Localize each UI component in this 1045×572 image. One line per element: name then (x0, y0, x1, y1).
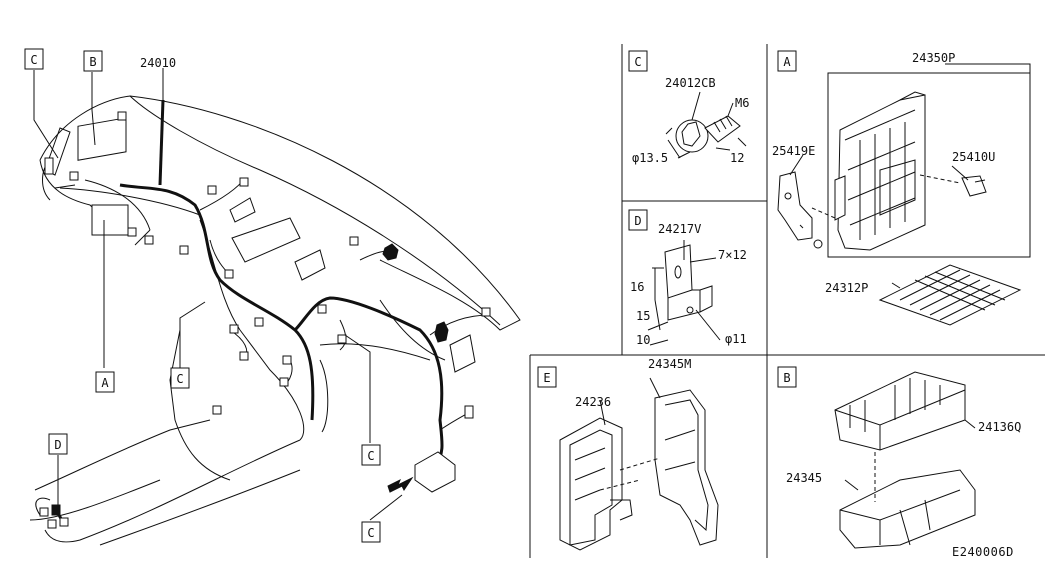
diagram-reference: E240006D (952, 545, 1014, 559)
part-label-24012cb: 24012CB (665, 76, 716, 90)
main-callouts: C B A C C C D 24010 (24, 48, 381, 543)
junction-box-lower (414, 451, 456, 493)
dim-10-label: 10 (636, 333, 650, 347)
bracket-drawing (559, 377, 719, 551)
dim-15-label: 15 (636, 309, 650, 323)
part-label-24010: 24010 (140, 56, 176, 70)
panel-a-letter: A (783, 55, 791, 69)
clip-drawing (647, 240, 721, 346)
callout-c-1: C (30, 53, 37, 67)
diameter-label: φ13.5 (632, 151, 668, 165)
callout-c-2: C (176, 372, 183, 386)
part-label-24312p: 24312P (825, 281, 868, 295)
callout-c-4: C (367, 526, 374, 540)
part-label-24345: 24345 (786, 471, 822, 485)
part-label-25410u: 25410U (952, 150, 995, 164)
part-label-24136q: 24136Q (978, 420, 1021, 434)
module-a (91, 204, 129, 236)
length-label: 12 (730, 151, 744, 165)
panel-c-letter: C (634, 55, 641, 69)
panel-e: E 24345M 24236 (537, 357, 719, 551)
part-label-24217v: 24217V (658, 222, 701, 236)
harness-main-wire (54, 99, 444, 523)
direction-arrow-icon (387, 476, 414, 493)
cover-drawing (834, 371, 976, 549)
part-label-25419e: 25419E (772, 144, 815, 158)
module-b (77, 117, 127, 161)
panel-d-letter: D (634, 214, 641, 228)
panel-b-letter: B (783, 371, 790, 385)
callout-c-3: C (367, 449, 374, 463)
part-label-24236: 24236 (575, 395, 611, 409)
black-connectors (51, 243, 449, 516)
callout-b: B (89, 55, 96, 69)
panel-c: C 24012CB M6 φ13.5 12 (628, 50, 749, 165)
thread-label: M6 (735, 96, 749, 110)
panel-a: A 24350P 25419E 25410U 24312P (772, 50, 1031, 326)
connector-group (39, 111, 491, 529)
callout-a: A (101, 376, 109, 390)
dim-16-label: 16 (630, 280, 644, 294)
part-label-24350p: 24350P (912, 51, 955, 65)
slot-size-label: 7×12 (718, 248, 747, 262)
panel-d: D 24217V 7×12 16 15 10 φ11 (628, 209, 747, 347)
callout-leaders (33, 68, 403, 521)
callout-d: D (54, 438, 61, 452)
fuse-box-drawing (777, 63, 1031, 326)
hole-label: φ11 (725, 332, 747, 346)
panel-borders (529, 44, 1045, 558)
bolt-drawing (665, 91, 747, 159)
panel-b: B 24136Q 24345 (777, 366, 1021, 549)
panel-e-letter: E (543, 371, 550, 385)
part-label-24345m: 24345M (648, 357, 691, 371)
